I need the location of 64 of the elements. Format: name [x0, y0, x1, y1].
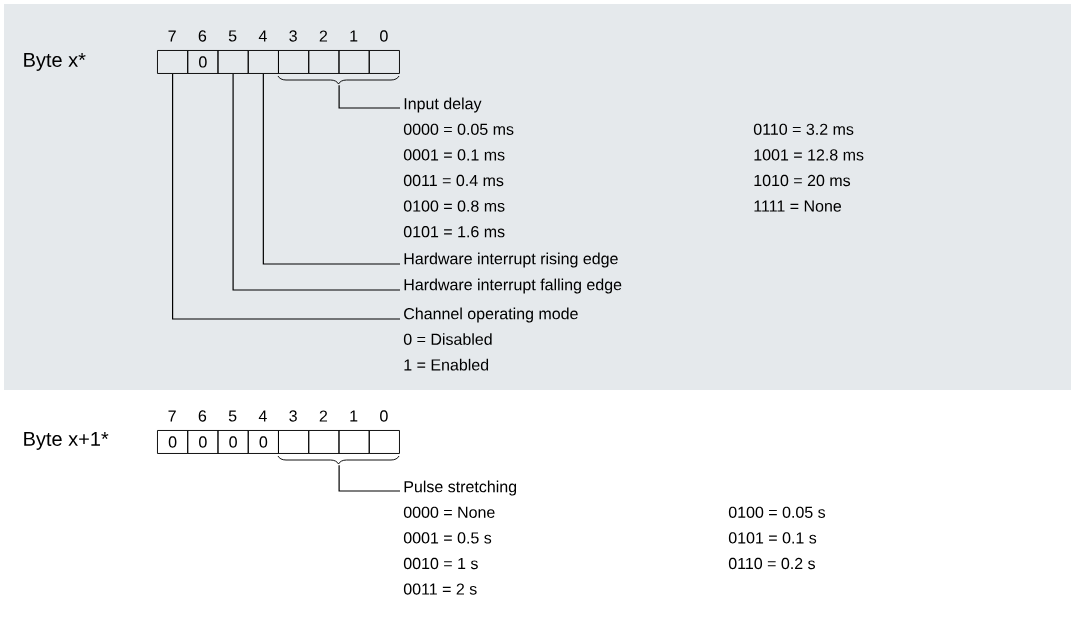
bit-cell: [368, 430, 400, 454]
bit-cell: [308, 50, 340, 74]
bit-number: 1: [350, 410, 358, 422]
bit-number: 0: [380, 410, 388, 422]
bit-cell: 0: [187, 430, 219, 454]
leader-line: [262, 73, 401, 265]
bit-number: 6: [198, 410, 207, 422]
value-text: 1111 = None: [754, 200, 842, 212]
value-text: 0000 = None: [403, 506, 495, 518]
bit-cell: 0: [217, 430, 249, 454]
bit-cell: [278, 430, 310, 454]
value-text: 0000 = 0.05 ms: [403, 123, 514, 135]
bit-number: 3: [289, 30, 297, 42]
bit-number: 3: [289, 410, 297, 422]
value-text: 0001 = 0.1 ms: [403, 149, 505, 161]
bit-number: 7: [168, 30, 176, 42]
bit-cell: [278, 50, 310, 74]
value-text: 0110 = 3.2 ms: [753, 123, 854, 135]
brace: [277, 75, 400, 85]
description-text: Hardware interrupt falling edge: [404, 278, 622, 294]
heading-text: Channel operating mode: [404, 307, 578, 323]
bit-number: 4: [258, 410, 267, 422]
value-text: 0110 = 0.2 s: [728, 557, 815, 570]
value-text: 0 = Disabled: [403, 333, 492, 345]
leader-line: [172, 73, 401, 320]
byte-label: Byte x+1*: [24, 432, 109, 450]
leader-line: [338, 84, 401, 109]
value-text: 0101 = 1.6 ms: [403, 226, 505, 238]
value-text: 1001 = 12.8 ms: [754, 149, 864, 161]
brace: [277, 455, 400, 465]
leader-line: [338, 464, 401, 492]
bit-number: 5: [228, 410, 237, 422]
bit-cell: 0: [187, 50, 219, 74]
value-text: 0100 = 0.05 s: [728, 506, 826, 518]
description-text: Hardware interrupt rising edge: [404, 252, 618, 268]
bit-number: 2: [319, 30, 328, 42]
bit-cell: [338, 50, 370, 74]
bit-number: 4: [258, 30, 267, 42]
value-text: 0001 = 0.5 s: [403, 532, 492, 544]
leader-line: [232, 73, 401, 291]
bit-cell: 0: [247, 430, 279, 454]
value-text: 1 = Enabled: [404, 358, 489, 371]
bit-cell: [308, 430, 340, 454]
value-text: 0010 = 1 s: [403, 557, 478, 570]
value-text: 0100 = 0.8 ms: [403, 200, 505, 212]
bit-cell: [157, 50, 189, 74]
heading-text: Input delay: [404, 97, 482, 113]
value-text: 1010 = 20 ms: [754, 174, 851, 187]
heading-text: Pulse stretching: [404, 480, 517, 496]
bit-number: 6: [198, 30, 207, 42]
bit-number: 5: [228, 30, 237, 42]
bit-cell: [338, 430, 370, 454]
byte-label: Byte x*: [24, 53, 86, 71]
bit-number: 0: [380, 30, 388, 42]
bit-number: 2: [319, 410, 328, 422]
bit-number: 7: [168, 410, 176, 422]
value-text: 0011 = 2 s: [403, 583, 477, 595]
bit-cell: [247, 50, 279, 74]
bit-number: 1: [350, 30, 358, 42]
value-text: 0101 = 0.1 s: [728, 532, 817, 544]
bit-cell: [368, 50, 400, 74]
bit-cell: 0: [157, 430, 189, 454]
bit-cell: [217, 50, 249, 74]
value-text: 0011 = 0.4 ms: [403, 174, 504, 187]
